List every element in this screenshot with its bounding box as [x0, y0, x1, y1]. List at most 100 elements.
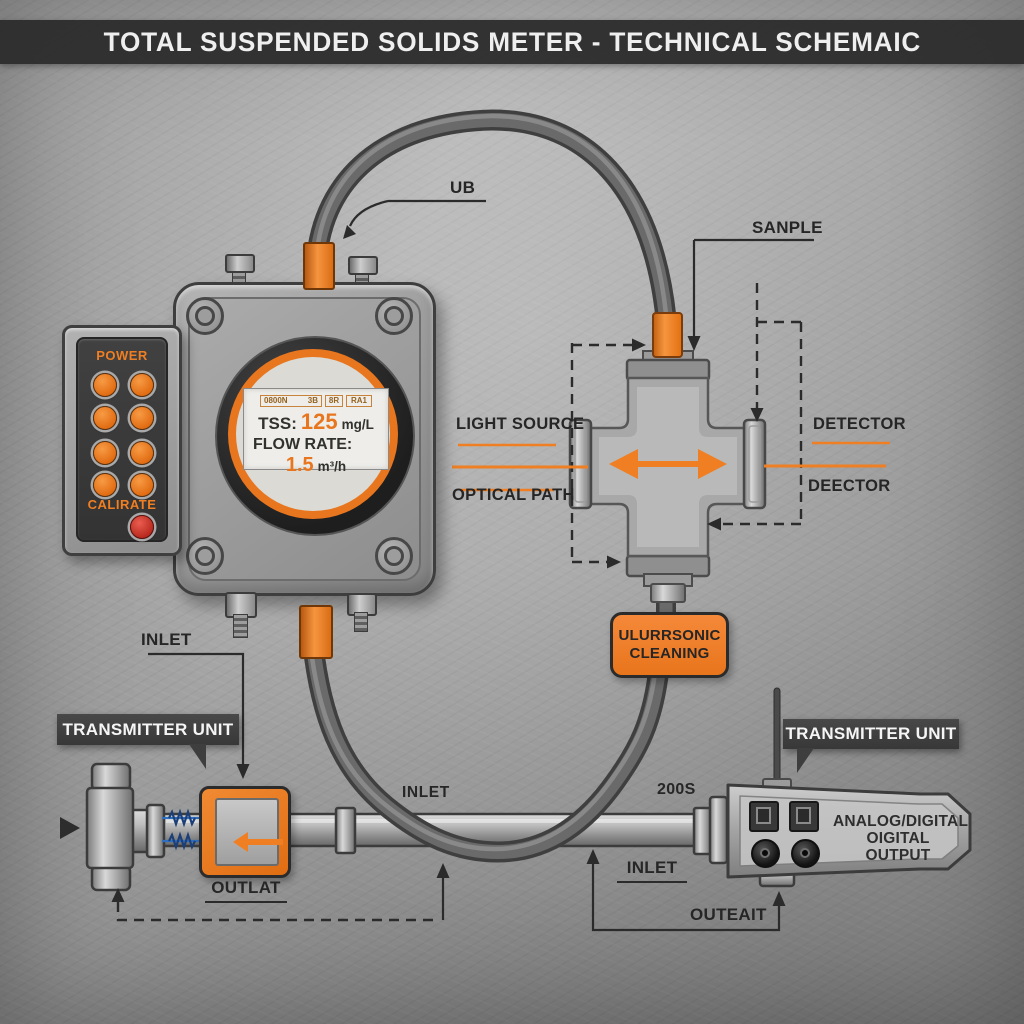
corner-screw-bottom-left — [186, 537, 224, 575]
keypad-button-7[interactable] — [93, 473, 117, 497]
lcd-display: 0800N 3B 8R RA1 TSS: 125 mg/L FLOW RATE:… — [243, 388, 389, 476]
cell-flange-right — [742, 418, 767, 510]
pipe-coupling-left — [334, 806, 357, 855]
meter-stud-top-right — [348, 256, 378, 275]
corner-screw-bottom-right — [375, 537, 413, 575]
calibrate-label: CALIRATE — [87, 497, 157, 512]
badge-tail-right — [797, 748, 814, 773]
optical-path-label: OPTICAL PATH — [452, 486, 575, 504]
power-label: POWER — [96, 348, 148, 363]
inlet-label-right: INLET — [617, 858, 687, 883]
leader-lines — [148, 199, 814, 932]
ultrasonic-cleaning-box: ULURRSONIC CLEANING — [610, 612, 729, 678]
analog-port-2 — [791, 839, 820, 868]
keypad-button-5[interactable] — [93, 441, 117, 465]
t-fitting — [85, 762, 166, 892]
cell-flange-left-line — [574, 425, 587, 503]
sample-label: SANPLE — [752, 218, 823, 237]
left-sensor-box — [199, 786, 291, 878]
digital-port-1 — [749, 801, 779, 832]
output-line2: OIGITAL OUTPUT — [865, 830, 931, 864]
t-fitting-body — [85, 786, 135, 870]
flow-value: 1.5 — [285, 454, 314, 476]
inlet-label-left: INLET — [141, 630, 192, 649]
lcd-status-text-3: 8R — [328, 396, 340, 405]
lcd-status-box-1: 0800N 3B — [260, 394, 322, 407]
lcd-status-row: 0800N 3B 8R RA1 — [244, 394, 388, 407]
cell-bottom-gland — [650, 583, 686, 603]
meter-top-cable-gland — [303, 242, 335, 290]
outlet-label-left: OUTLAT — [205, 878, 287, 903]
lcd-status-text-2: 3B — [307, 396, 318, 405]
meter-stud-top-left — [225, 254, 255, 273]
keypad-button-8[interactable] — [130, 473, 154, 497]
transmitter-badge-right-text: TRANSMITTER UNIT — [785, 724, 957, 743]
keypad-button-3[interactable] — [93, 406, 117, 430]
t-fitting-bottom-cap — [90, 864, 132, 892]
digital-port-1-pin — [756, 807, 771, 824]
pipe-collar — [145, 803, 166, 859]
t-fitting-top-cap — [90, 762, 132, 792]
cell-flange-right-line — [748, 425, 761, 503]
flow-reading-row: 1.5 m³/h — [244, 454, 388, 477]
flow-direction-arrow — [233, 832, 283, 852]
optical-lines — [452, 441, 890, 492]
optical-path-arrow — [609, 449, 727, 479]
dashed-routes — [111, 283, 803, 922]
lcd-status-box-3: RA1 — [346, 394, 372, 407]
keypad-button-1[interactable] — [93, 373, 117, 397]
flow-unit: m³/h — [317, 459, 347, 474]
lcd-status-text-4: RA1 — [350, 396, 367, 405]
analog-port-1-pin — [760, 848, 770, 858]
transmitter-badge-right: TRANSMITTER UNIT — [783, 719, 959, 773]
cell-top-gland — [652, 312, 683, 358]
transmitter-badge-left-text: TRANSMITTER UNIT — [62, 719, 234, 739]
ultrasonic-line2: CLEANING — [629, 645, 710, 662]
blue-coupling-symbols — [162, 808, 203, 851]
analog-port-1 — [751, 839, 780, 868]
ultrasonic-line1: ULURRSONIC — [618, 627, 721, 644]
code-label: 200S — [657, 781, 696, 798]
meter-stud-bottom-left-shaft — [233, 614, 248, 638]
pipe-coupling-right — [692, 806, 713, 856]
keypad-button-4[interactable] — [130, 406, 154, 430]
transmitter-flange — [708, 795, 729, 865]
inlet-label-mid: INLET — [402, 784, 450, 801]
tss-unit: mg/L — [341, 417, 374, 432]
keypad-button-2[interactable] — [130, 373, 154, 397]
badge-tail-left — [189, 744, 206, 769]
meter-bottom-cable-gland — [299, 605, 333, 659]
tss-value: 125 — [300, 409, 338, 434]
meter-stud-bottom-right-shaft — [354, 612, 368, 632]
keypad-button-6[interactable] — [130, 441, 154, 465]
flow-inlet-marker — [60, 817, 80, 839]
title-bar: TOTAL SUSPENDED SOLIDS METER - TECHNICAL… — [0, 20, 1024, 64]
detector-label-top: DETECTOR — [813, 415, 906, 433]
analog-port-2-pin — [800, 848, 810, 858]
antenna — [773, 687, 781, 785]
sample-hose-top — [306, 109, 677, 320]
tube-label: UB — [450, 178, 476, 197]
calibrate-button[interactable] — [130, 515, 154, 539]
corner-screw-top-right — [375, 297, 413, 335]
digital-port-2-pin — [796, 807, 811, 824]
output-text: ANALOG/DIGITAL OIGITAL OUTPUT — [833, 813, 969, 864]
flow-cell — [568, 312, 767, 603]
digital-port-2 — [789, 801, 819, 832]
flow-rate-label: FLOW RATE: — [253, 436, 353, 453]
detector-label-bottom: DEECTOR — [808, 477, 891, 495]
output-line1: ANALOG/DIGITAL — [833, 813, 969, 830]
lcd-status-text-1: 0800N — [264, 396, 288, 405]
outlet-label-right: OUTEAIT — [690, 905, 767, 924]
transmitter-badge-left: TRANSMITTER UNIT — [57, 714, 239, 769]
light-source-label: LIGHT SOURCE — [456, 415, 585, 433]
lcd-status-box-2: 8R — [325, 394, 343, 407]
tss-label: TSS: — [258, 414, 297, 433]
keypad-face: POWER CALIRATE — [76, 337, 168, 542]
tss-reading-row: TSS: 125 mg/L — [244, 409, 388, 435]
return-hose-loop — [302, 641, 670, 863]
keypad-panel: POWER CALIRATE — [62, 325, 182, 556]
left-sensor-panel — [215, 798, 283, 866]
corner-screw-top-left — [186, 297, 224, 335]
